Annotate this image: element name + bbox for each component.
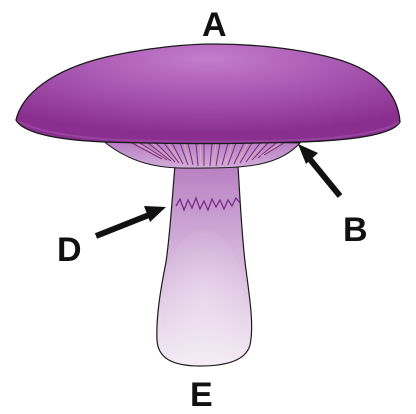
label-a: A: [202, 6, 227, 44]
label-e: E: [190, 376, 213, 414]
arrow-d-head: [144, 206, 166, 222]
label-d: D: [57, 231, 82, 269]
cap: [16, 44, 400, 144]
label-b: B: [343, 211, 368, 249]
arrow-d: [96, 213, 154, 236]
